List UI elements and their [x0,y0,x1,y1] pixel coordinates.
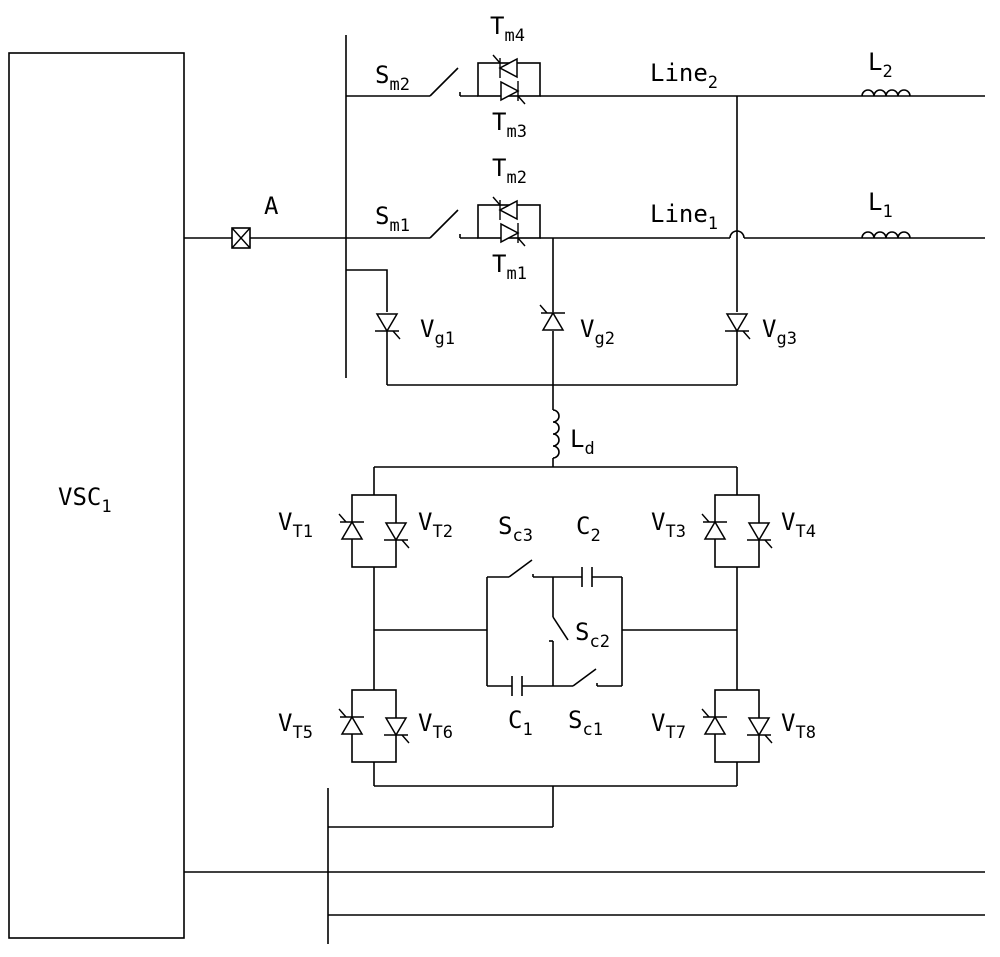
sm2-label: Sm2 [375,61,410,95]
tm3-label: Tm3 [492,108,527,142]
vt1-label: VT1 [278,508,313,542]
sm1-label: Sm1 [375,202,410,236]
sc2-label: Sc2 [575,618,610,652]
switch-sc2 [552,616,569,641]
ld-label: Ld [570,425,595,459]
vg-thyristors: Vg1 Vg2 Vg3 [346,96,797,410]
capacitor-network: Sc3 C2 Sc2 C1 Sc1 [486,512,623,740]
switch-sc3 [508,559,533,578]
vt6-label: VT6 [418,709,453,743]
line1-label: Line1 [650,200,718,234]
c1-label: C1 [508,706,533,740]
switch-sc1 [572,668,597,687]
switch-sm2 [429,67,459,97]
vt2-label: VT2 [418,508,453,542]
tm1-label: Tm1 [492,250,527,284]
c2-label: C2 [576,512,601,546]
breaker-a: A [184,192,346,249]
line2-branch: Sm2 Tm4 Tm3 Line2 L2 [346,12,985,142]
breaker-a-label: A [264,192,279,220]
l2-label: L2 [868,48,893,82]
tm2-label: Tm2 [492,154,527,188]
l1-label: L1 [868,188,893,222]
tm4-label: Tm4 [490,12,525,46]
vt5-label: VT5 [278,709,313,743]
line2-label: Line2 [650,59,718,93]
vg3-label: Vg3 [762,315,797,349]
switch-sm1 [429,209,459,239]
sc1-label: Sc1 [568,706,603,740]
vg1-label: Vg1 [420,315,455,349]
vsc1-label: VSC1 [58,483,112,517]
sc3-label: Sc3 [498,512,533,546]
vsc1-block: VSC1 [8,52,185,939]
vt7-label: VT7 [651,709,686,743]
vt4-label: VT4 [781,508,816,542]
lower-bus [184,786,985,944]
ld-inductor: Ld [552,409,595,467]
vt3-label: VT3 [651,508,686,542]
vt8-label: VT8 [781,709,816,743]
vg2-label: Vg2 [580,315,615,349]
h-bridge: VT1 VT2 VT3 VT4 VT5 VT6 VT7 VT8 [278,466,816,787]
line1-branch: Sm1 Tm2 Tm1 Line1 L1 [346,154,985,284]
